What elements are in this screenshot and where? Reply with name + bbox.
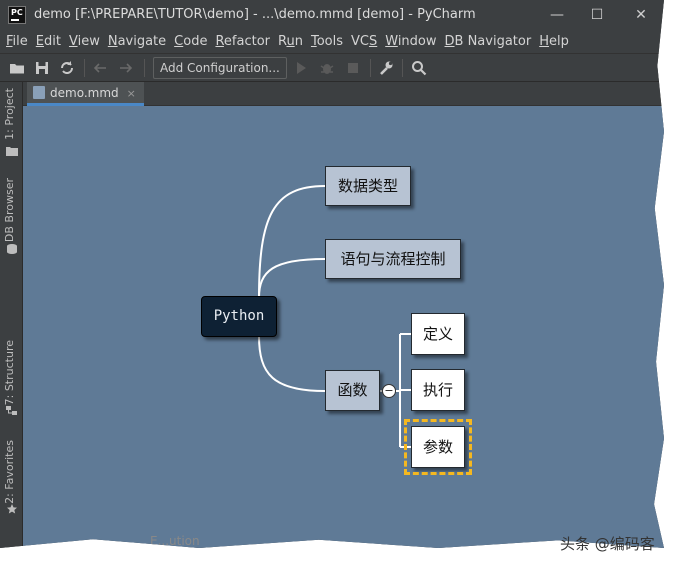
menu-refactor[interactable]: Refactor [215, 34, 270, 49]
tab-demo-mmd[interactable]: demo.mmd × [27, 82, 144, 106]
database-icon[interactable] [6, 244, 18, 254]
search-icon[interactable] [410, 59, 428, 77]
open-folder-icon[interactable] [8, 59, 26, 77]
menu-view[interactable]: View [68, 34, 100, 49]
partial-status-text: E...ution [150, 534, 200, 548]
close-tab-icon[interactable]: × [126, 87, 136, 100]
title-bar: PC demo [F:\PREPARE\TUTOR\demo] - ...\de… [0, 0, 664, 30]
collapse-toggle-button[interactable]: − [382, 384, 396, 398]
menu-window[interactable]: Window [385, 34, 437, 49]
debug-icon[interactable] [318, 59, 336, 77]
mindmap-node-functions[interactable]: 函数 [325, 370, 380, 411]
minimize-button[interactable]: — [550, 7, 564, 23]
connector-control [258, 258, 326, 299]
connector-func-children [396, 333, 411, 448]
menu-edit[interactable]: Edit [35, 34, 61, 49]
mindmap-canvas[interactable]: Python 数据类型 语句与流程控制 函数 − 定义 执行 参数 [23, 106, 664, 548]
folder-icon[interactable] [6, 146, 18, 156]
toolbar-separator [144, 59, 145, 77]
menu-file[interactable]: File [6, 34, 28, 49]
stop-icon[interactable] [344, 59, 362, 77]
toolbar-separator [402, 59, 403, 77]
menu-db-navigator[interactable]: DB Navigator [444, 34, 532, 49]
mindmap-node-datatypes[interactable]: 数据类型 [325, 166, 411, 206]
logo-text: PC [11, 8, 23, 17]
mmd-file-icon [33, 86, 45, 99]
window-title: demo [F:\PREPARE\TUTOR\demo] - ...\demo.… [34, 7, 476, 22]
watermark: 头条 @编码客 [560, 535, 655, 553]
toolbar-separator [84, 59, 85, 77]
sync-icon[interactable] [58, 59, 76, 77]
mindmap-root-node[interactable]: Python [201, 296, 277, 337]
connector-datatypes [258, 185, 326, 299]
menu-help[interactable]: Help [539, 34, 569, 49]
back-arrow-icon[interactable] [91, 59, 109, 77]
menu-code[interactable]: Code [174, 34, 208, 49]
forward-arrow-icon[interactable] [117, 59, 135, 77]
structure-icon[interactable] [6, 406, 18, 416]
menu-tools[interactable]: Tools [310, 34, 343, 49]
main-toolbar: Add Configuration... [0, 54, 664, 82]
mindmap-node-control-flow[interactable]: 语句与流程控制 [325, 239, 461, 279]
mindmap-node-execution[interactable]: 执行 [411, 369, 465, 411]
menu-run[interactable]: Run [278, 34, 303, 49]
wrench-icon[interactable] [377, 59, 395, 77]
pycharm-logo-icon: PC [8, 6, 26, 24]
tool-window-favorites[interactable]: 2: Favorites [3, 440, 16, 504]
connector-func [258, 335, 326, 392]
close-button[interactable]: ✕ [635, 7, 647, 23]
tool-window-db-browser[interactable]: DB Browser [3, 178, 16, 243]
tool-window-project[interactable]: 1: Project [3, 88, 16, 140]
editor-tab-bar: demo.mmd × [23, 82, 664, 106]
mindmap-node-parameters-selected[interactable]: 参数 [404, 419, 472, 475]
menu-bar: File Edit View Navigate Code Refactor Run Tools… [0, 30, 664, 54]
run-icon[interactable] [292, 59, 310, 77]
save-icon[interactable] [33, 59, 51, 77]
left-tool-strip: 1: Project DB Browser 7: Structure 2: Fa… [0, 82, 23, 548]
tab-label: demo.mmd [50, 86, 119, 100]
tool-window-structure[interactable]: 7: Structure [3, 340, 16, 406]
menu-navigate[interactable]: Navigate [107, 34, 167, 49]
star-icon[interactable] [6, 504, 18, 514]
mindmap-node-definition[interactable]: 定义 [411, 313, 465, 355]
toolbar-separator [370, 59, 371, 77]
maximize-button[interactable]: ☐ [590, 7, 604, 23]
pycharm-window: PC demo [F:\PREPARE\TUTOR\demo] - ...\de… [0, 0, 664, 548]
mindmap-connectors [258, 185, 411, 448]
add-configuration-button[interactable]: Add Configuration... [153, 57, 287, 79]
menu-vcs[interactable]: VCS [350, 34, 378, 49]
